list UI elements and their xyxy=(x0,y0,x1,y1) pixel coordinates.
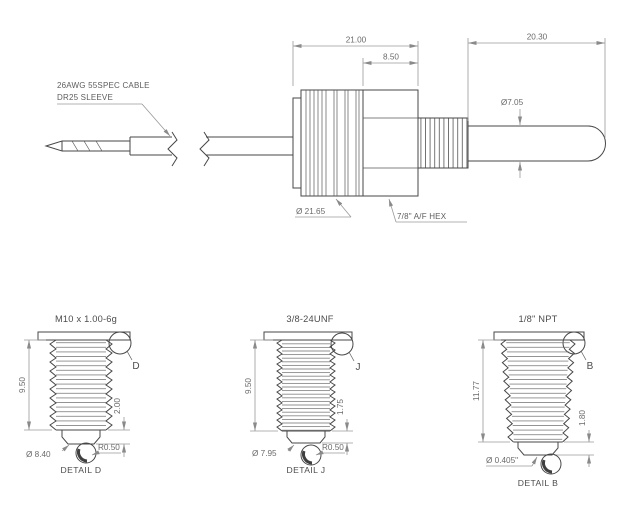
detail-j-radius-crescent xyxy=(302,450,313,465)
detail-j-tip-diameter: Ø 7.95 xyxy=(252,449,277,458)
detail-j-balloon-circle xyxy=(330,332,354,356)
cable-inner-section xyxy=(62,140,130,152)
main-assembly-view xyxy=(44,89,606,197)
cable-sleeve-right xyxy=(206,136,293,156)
cable-note-line2: DR25 SLEEVE xyxy=(57,93,113,102)
detail-b-radius-circle xyxy=(540,453,562,475)
detail-j-view: 3/8-24UNF J 9.50 1.75 Ø 7.95 R0.50 DETAI… xyxy=(244,314,361,475)
probe-body xyxy=(468,125,606,162)
detail-d-balloon-circle xyxy=(108,331,132,355)
detail-b-tip-ext xyxy=(554,441,594,456)
detail-d-radius-crescent xyxy=(77,448,88,463)
detail-d-caption: DETAIL D xyxy=(61,465,102,475)
dim-hex-width: 8.50 xyxy=(383,53,399,62)
detail-d-corner-radius: R0.50 xyxy=(98,443,120,452)
break-line-left xyxy=(167,131,178,167)
cable-sleeve-left xyxy=(130,136,172,156)
detail-j-balloon-leader xyxy=(348,351,355,362)
detail-j-title: 3/8-24UNF xyxy=(286,314,333,324)
dim-probe-length-ext xyxy=(467,38,606,138)
detail-j-radius-leader xyxy=(315,450,324,456)
thread-section xyxy=(417,117,469,169)
dim-body-length: 21.00 xyxy=(346,36,367,45)
detail-d-tip xyxy=(61,429,101,445)
cable-note-leader xyxy=(141,103,171,137)
detail-d-thread-left-edge xyxy=(49,339,57,431)
dim-body-diameter-leader xyxy=(335,198,352,218)
detail-b-tip-diameter: Ø 0.405" xyxy=(486,456,518,465)
detail-j-thread-length: 9.50 xyxy=(244,378,253,394)
detail-d-letter: D xyxy=(132,361,139,372)
body-rib-lines xyxy=(305,90,360,196)
cable-note-line1: 26AWG 55SPEC CABLE xyxy=(57,81,150,90)
detail-j-tip xyxy=(286,430,326,444)
detail-j-thread-right-edge xyxy=(329,339,336,432)
detail-b-dia-leader xyxy=(531,456,538,467)
detail-j-tip-length: 1.75 xyxy=(336,399,345,415)
detail-b-thread-right-edge xyxy=(561,339,576,443)
detail-b-thread-left-edge xyxy=(500,339,515,443)
detail-d-radius-leader xyxy=(91,450,100,456)
detail-b-flange xyxy=(493,331,585,341)
hex-note: 7/8" A/F HEX xyxy=(397,212,447,221)
hex-flat-lines xyxy=(363,117,418,169)
detail-b-letter: B xyxy=(587,361,594,372)
detail-b-caption: DETAIL B xyxy=(518,478,558,488)
detail-d-thread-length: 9.50 xyxy=(18,377,27,393)
detail-j-thread-left-edge xyxy=(276,339,283,432)
detail-b-title: 1/8" NPT xyxy=(518,314,557,324)
detail-b-thread-fill xyxy=(506,340,570,442)
detail-j-dia-leader xyxy=(287,444,295,452)
dim-body-diameter: Ø 21.65 xyxy=(296,207,326,216)
dim-probe-length: 20.30 xyxy=(527,33,548,42)
detail-d-dia-leader xyxy=(61,444,70,452)
body-collar xyxy=(292,97,302,189)
hex-note-leader xyxy=(388,198,397,223)
detail-b-tip xyxy=(517,441,559,456)
cable-tip xyxy=(44,140,63,152)
detail-b-view: 1/8" NPT B 11.77 1.80 Ø 0.405" DETAIL B xyxy=(472,314,594,488)
detail-b-tip-length: 1.80 xyxy=(578,410,587,426)
detail-j-caption: DETAIL J xyxy=(286,465,325,475)
detail-j-corner-radius: R0.50 xyxy=(322,443,344,452)
hex-nut xyxy=(362,89,419,197)
detail-d-length-ext xyxy=(24,339,52,431)
detail-j-length-ext xyxy=(250,339,278,432)
detail-d-tip-ext xyxy=(96,429,130,445)
detail-d-thread-fill xyxy=(56,340,106,430)
detail-d-view: M10 x 1.00-6g D 9.50 2.00 Ø 8.40 R0.50 D… xyxy=(18,314,140,475)
detail-b-radius-crescent xyxy=(542,459,553,474)
detail-j-tip-ext xyxy=(322,430,353,444)
detail-b-balloon-leader xyxy=(580,350,587,361)
main-view-dimensions: 21.00 8.50 20.30 Ø7.05 Ø 21.65 7/8" A/F … xyxy=(57,33,606,223)
cable-strand-marks xyxy=(71,140,103,152)
detail-d-balloon-leader xyxy=(126,350,133,361)
detail-d-thread-right-edge xyxy=(105,339,113,431)
detail-j-letter: J xyxy=(356,362,361,373)
detail-d-tip-length: 2.00 xyxy=(113,398,122,414)
detail-b-thread-length: 11.77 xyxy=(472,381,481,401)
detail-d-tip-diameter: Ø 8.40 xyxy=(26,450,51,459)
detail-d-title: M10 x 1.00-6g xyxy=(55,314,117,324)
dim-probe-diameter: Ø7.05 xyxy=(501,98,524,107)
detail-j-radius-circle xyxy=(300,444,322,466)
dim-body-length-ext xyxy=(292,41,419,86)
detail-j-thread-fill xyxy=(282,340,330,431)
